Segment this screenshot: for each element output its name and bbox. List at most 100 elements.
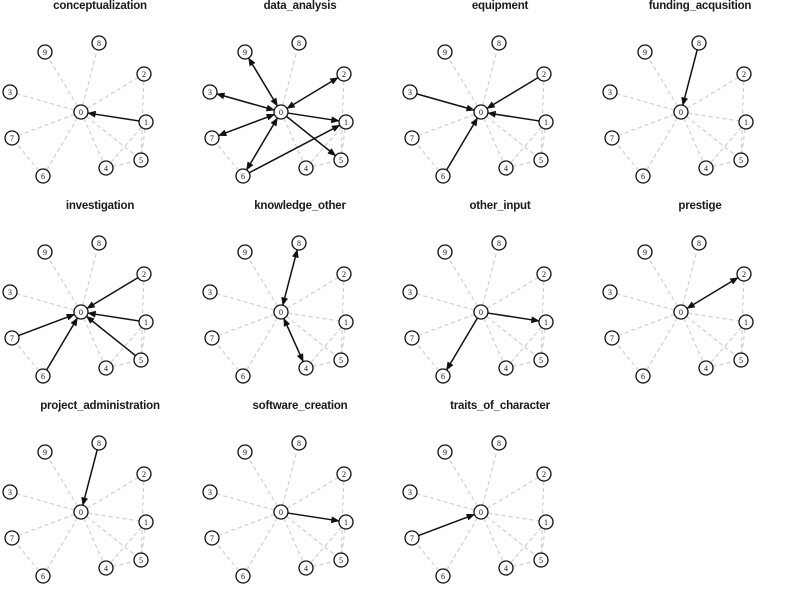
node-circle <box>635 368 651 384</box>
node-circle <box>37 244 53 260</box>
node-circle <box>435 568 451 584</box>
node-circle <box>473 104 489 120</box>
dashed-edge <box>310 126 342 164</box>
dashed-edge <box>18 513 75 537</box>
dashed-edge <box>286 477 339 509</box>
graph-node: 8 <box>691 235 707 251</box>
dashed-edge <box>286 277 339 309</box>
panel-title: conceptualization <box>53 0 147 12</box>
dashed-edge <box>215 543 240 571</box>
solid-edge <box>247 57 279 107</box>
node-label: 2 <box>142 70 146 79</box>
node-circle <box>2 84 18 100</box>
panel-title: equipment <box>471 0 529 12</box>
graph-node: 5 <box>333 152 349 168</box>
node-label: 4 <box>504 364 508 373</box>
node-circle <box>602 284 618 300</box>
node-circle <box>235 168 251 184</box>
arrowhead <box>65 313 76 321</box>
node-label: 9 <box>243 248 247 257</box>
dashed-edge <box>86 477 139 509</box>
graph-node: 9 <box>637 44 653 60</box>
dashed-edge <box>15 143 40 171</box>
graph-node: 3 <box>202 284 218 300</box>
node-circle <box>4 330 20 346</box>
dashed-edge <box>483 518 504 562</box>
graph-node: 2 <box>136 66 152 82</box>
graph-node: 4 <box>498 560 514 576</box>
graph-node: 7 <box>604 330 620 346</box>
node-circle <box>533 152 549 168</box>
dashed-edge <box>510 526 542 564</box>
graph-node: 8 <box>691 35 707 51</box>
node-label: 6 <box>241 172 245 181</box>
graph-node: 4 <box>298 360 314 376</box>
graph-node: 6 <box>235 368 251 384</box>
node-label: 3 <box>208 488 212 497</box>
dashed-edge <box>683 118 704 162</box>
graph-node: 4 <box>98 160 114 176</box>
graph-node: 8 <box>491 235 507 251</box>
node-label: 8 <box>297 439 301 448</box>
node-label: 8 <box>497 439 501 448</box>
node-circle <box>98 160 114 176</box>
node-label: 9 <box>643 248 647 257</box>
dashed-edge <box>616 293 675 311</box>
node-circle <box>538 114 554 130</box>
node-label: 1 <box>544 318 548 327</box>
node-label: 2 <box>342 70 346 79</box>
arrowhead <box>291 249 299 259</box>
arrowhead <box>87 110 97 118</box>
graph-node: 3 <box>2 284 18 300</box>
node-circle <box>435 168 451 184</box>
graph-node: 3 <box>602 284 618 300</box>
node-circle <box>698 360 714 376</box>
node-label: 5 <box>739 356 743 365</box>
node-label: 1 <box>744 318 748 327</box>
arrowhead <box>265 113 276 121</box>
graph-node: 6 <box>235 168 251 184</box>
node-label: 5 <box>539 556 543 565</box>
dashed-edge <box>510 126 542 164</box>
dashed-edge <box>218 513 275 537</box>
node-label: 7 <box>610 334 614 343</box>
graph-node: 4 <box>498 160 514 176</box>
graph-node: 3 <box>202 84 218 100</box>
dashed-edge <box>418 113 475 137</box>
panel-title: other_input <box>469 200 531 212</box>
dashed-edge <box>83 318 104 362</box>
graph-node: 1 <box>738 114 754 130</box>
dashed-edge <box>482 49 498 106</box>
panel-title: software_creation <box>252 400 348 412</box>
graph-node: 9 <box>37 244 53 260</box>
node-label: 3 <box>608 288 612 297</box>
node-circle <box>91 35 107 51</box>
graph-node: 5 <box>533 552 549 568</box>
dashed-edge <box>48 257 78 307</box>
node-label: 0 <box>679 308 683 317</box>
node-label: 0 <box>479 308 483 317</box>
arrowhead <box>87 310 97 318</box>
graph-node: 5 <box>733 152 749 168</box>
node-circle <box>435 368 451 384</box>
node-circle <box>204 130 220 146</box>
dashed-edge <box>216 493 275 511</box>
solid-edge <box>82 449 98 506</box>
solid-edge <box>418 513 475 537</box>
graph-node: 7 <box>404 530 420 546</box>
dashed-edge <box>282 449 298 506</box>
arrowhead <box>248 57 256 67</box>
node-label: 6 <box>241 372 245 381</box>
node-label: 7 <box>410 534 414 543</box>
node-circle <box>604 330 620 346</box>
node-label: 8 <box>97 39 101 48</box>
node-label: 6 <box>641 172 645 181</box>
dashed-edge <box>448 57 478 107</box>
arrowhead <box>487 110 497 118</box>
node-circle <box>291 235 307 251</box>
dashed-edge <box>687 112 740 122</box>
arrowhead <box>486 101 496 109</box>
solid-edge <box>445 317 479 371</box>
